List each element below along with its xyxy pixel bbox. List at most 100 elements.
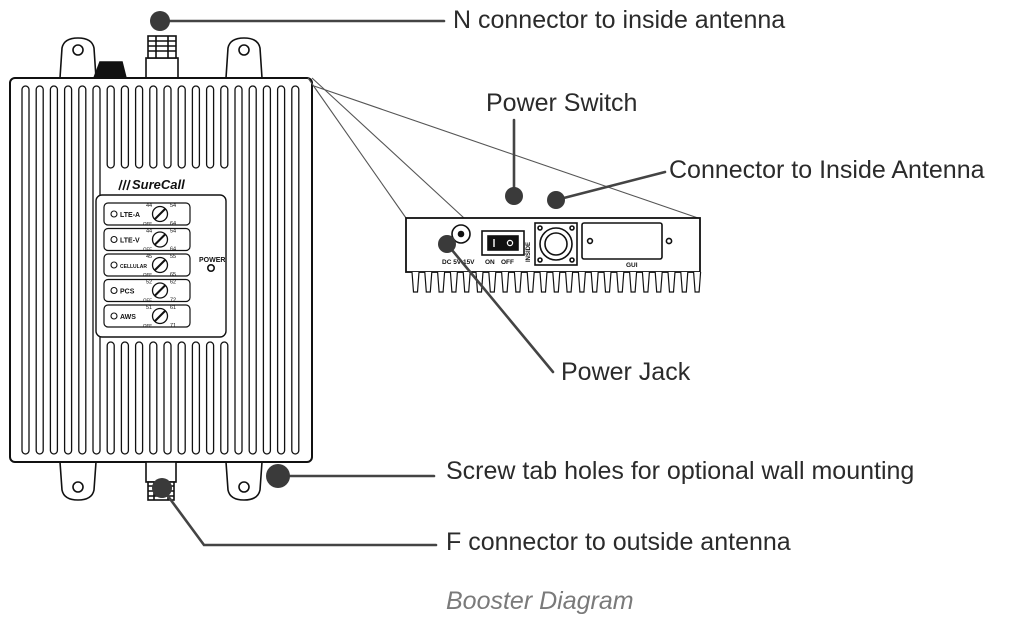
dial-high-value: 54 [170,229,176,235]
power-led [207,263,216,272]
cooling-fin [205,341,215,455]
dial-low-value: 44 [146,203,152,209]
band-name: PCS [120,289,135,296]
side-panel-view: DC 5V-15V ON OFF INSIDE GUI [405,217,702,293]
callout-power-jack: Power Jack [561,358,691,386]
side-fin [437,271,446,293]
band-led [110,235,118,244]
side-fin [424,271,433,293]
mounting-tab-top-left [59,37,97,79]
cooling-fin [205,85,215,169]
dot-power-jack [438,235,456,253]
side-fins [411,271,702,293]
cooling-fin [262,85,272,455]
band-name: LTE-V [120,238,140,245]
side-fin [641,271,650,293]
dial-max-value: 65 [170,272,176,278]
side-fin [680,271,689,293]
dial-off-label: OFF [143,298,152,303]
dial-slot [154,284,166,297]
switch-off-label: OFF [501,259,514,266]
side-fin [667,271,676,293]
band-led [110,286,118,295]
dot-inside-connector [547,191,565,209]
cooling-fins [21,85,300,455]
cooling-fin [191,341,201,455]
side-fin [629,271,638,293]
cooling-fin [248,85,257,455]
side-fin [526,271,535,293]
callout-screw-tabs: Screw tab holes for optional wall mounti… [446,457,915,485]
cooling-fin [35,85,44,455]
gui-label: GUI [626,262,638,269]
dial-high-value: 55 [170,254,176,260]
leader-f-connector [160,486,438,547]
dial-low-value: 51 [146,305,152,311]
cooling-fin [291,85,300,455]
leader-power-jack [445,242,555,374]
callout-f-connector: F connector to outside antenna [446,528,791,556]
mounting-tab-top-right [225,37,263,79]
cooling-fin [234,85,243,455]
cooling-fin [63,85,73,455]
cooling-fin [149,341,158,455]
gui-port-plate [581,222,663,260]
cooling-fin [134,85,144,169]
side-fin [693,271,702,293]
callout-inside-connector: Connector to Inside Antenna [669,156,985,184]
cooling-fin [276,85,286,455]
dial-slot [154,259,166,271]
cooling-fin [191,85,201,169]
cooling-fin [106,341,115,455]
mounting-tab-bottom-right [225,461,263,501]
band-name: CELLULAR [120,264,147,270]
dial-off-label: OFF [143,272,152,277]
side-fin [501,271,510,293]
side-fin [590,271,599,293]
dial-max-value: 64 [170,247,176,253]
dial-off-label: OFF [143,247,152,252]
side-fin [488,271,497,293]
band-name: LTE-A [120,212,140,219]
callout-power-switch: Power Switch [486,89,638,117]
band-led [110,312,118,320]
dot-power-switch [505,187,523,205]
cooling-fin [163,85,172,169]
side-fin [552,271,561,293]
side-fin [539,271,548,293]
cooling-fin [78,85,87,455]
cooling-fin [106,85,115,169]
dc-label: DC 5V-15V [442,259,475,266]
dial-max-value: 72 [170,298,176,304]
dial-max-value: 64 [170,221,176,227]
cooling-fin [21,85,30,455]
side-fin [449,271,458,293]
band-led [110,210,118,218]
dial-high-value: 61 [170,305,176,311]
dot-n-connector [150,11,170,31]
cooling-fin [177,85,186,169]
dial-low-value: 45 [146,254,152,260]
leader-lines [158,19,667,547]
band-led [110,261,118,269]
band-row-frame [103,304,191,328]
dial-low-value: 52 [146,280,152,286]
side-fin [603,271,612,293]
dial-max-value: 71 [170,323,176,329]
dial-slot [154,233,166,246]
leader-inside-connector [554,170,667,202]
dot-f-connector [152,478,172,498]
band-row-frame [103,253,191,277]
inside-label: INSIDE [526,242,532,262]
cooling-fin [220,85,229,169]
side-fin [565,271,574,293]
band-row-frame [103,227,191,252]
dial-low-value: 44 [146,229,152,235]
dial-high-value: 54 [170,203,176,209]
